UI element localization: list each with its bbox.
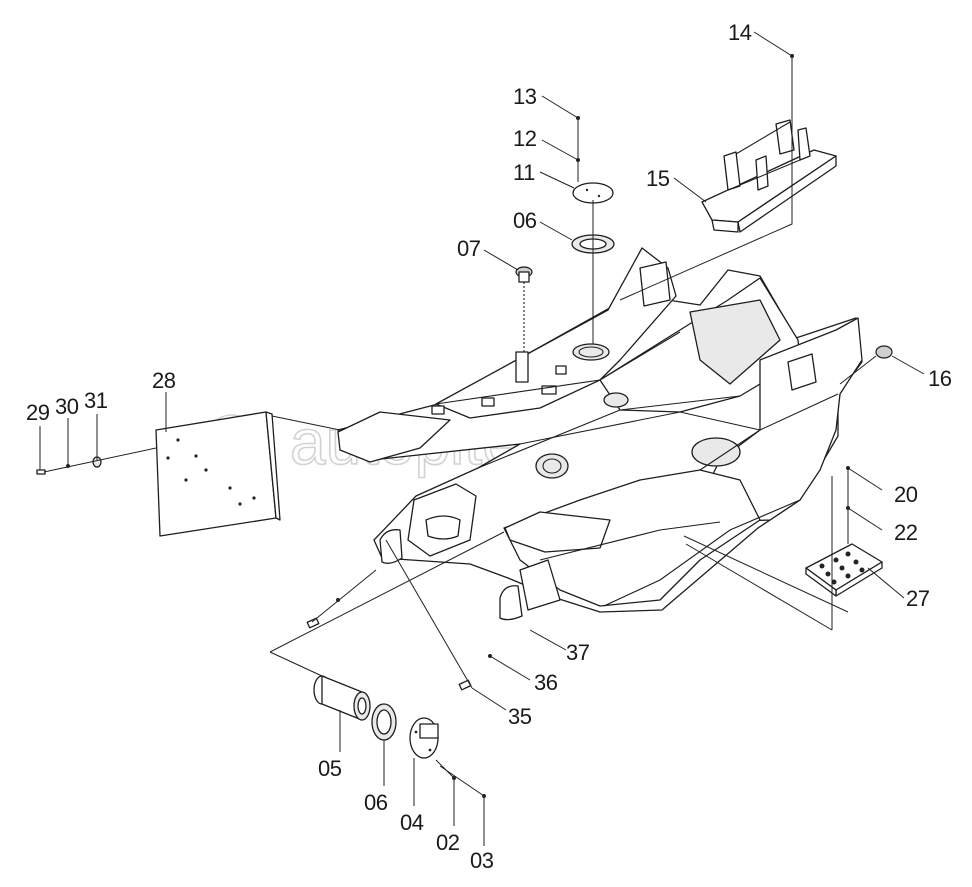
callout-04: 04: [400, 810, 424, 835]
callout-30: 30: [55, 394, 79, 419]
callout-03: 03: [470, 848, 494, 873]
callout-15: 15: [646, 166, 670, 191]
callout-14: 14: [728, 20, 752, 45]
callout-labels: 14 13 12 11 15 06 07 28 29 30 31 16 20 2…: [26, 20, 952, 873]
callout-20: 20: [894, 482, 918, 507]
callout-13: 13: [513, 84, 537, 109]
leader-lines: [39, 31, 925, 846]
callout-02: 02: [436, 830, 460, 855]
breather-cap: [515, 266, 533, 352]
callout-06-top: 06: [513, 208, 537, 233]
end-cap-04: [409, 717, 439, 759]
callout-05: 05: [318, 756, 342, 781]
seal-ring-06: [371, 703, 397, 741]
main-frame: [337, 247, 863, 621]
mounting-plate: [155, 411, 281, 537]
callout-37: 37: [566, 640, 590, 665]
callout-28: 28: [152, 368, 176, 393]
callout-06-bottom: 06: [364, 790, 388, 815]
bolt-35: [458, 679, 472, 691]
callout-36: 36: [534, 670, 558, 695]
tool-box: [701, 119, 837, 233]
bushing-05: [313, 675, 371, 721]
callout-12: 12: [513, 126, 537, 151]
bolt-left-hinge: [306, 617, 320, 629]
plug-16: [875, 345, 893, 359]
callout-11: 11: [513, 160, 535, 185]
callout-31: 31: [84, 388, 108, 413]
callout-35: 35: [508, 704, 532, 729]
callout-07: 07: [457, 236, 481, 261]
callout-29: 29: [26, 400, 50, 425]
callout-16: 16: [928, 366, 952, 391]
callout-22: 22: [894, 520, 918, 545]
callout-27: 27: [906, 586, 930, 611]
bolt-29: [36, 469, 46, 475]
